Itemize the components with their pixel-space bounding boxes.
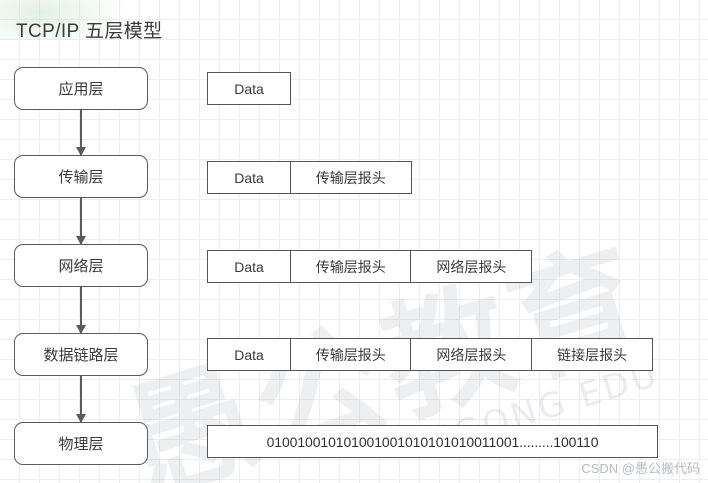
layer-box-3[interactable]: 网络层 bbox=[14, 244, 148, 287]
packet-cell-header: 链接层报头 bbox=[531, 338, 654, 371]
layer-box-1[interactable]: 应用层 bbox=[14, 67, 148, 110]
packet-cell-header: 网络层报头 bbox=[410, 250, 533, 283]
flow-arrow-3 bbox=[76, 287, 86, 334]
layer-box-4[interactable]: 数据链路层 bbox=[14, 333, 148, 376]
layer-box-2[interactable]: 传输层 bbox=[14, 155, 148, 198]
layer-box-label: 物理层 bbox=[58, 436, 104, 453]
layer-box-label: 网络层 bbox=[58, 258, 104, 275]
flow-arrow-4 bbox=[76, 376, 86, 423]
layer-box-5[interactable]: 物理层 bbox=[14, 422, 148, 465]
flow-arrow-1 bbox=[76, 110, 86, 156]
page-title: TCP/IP 五层模型 bbox=[16, 21, 163, 42]
credit-label: CSDN @愚公搬代码 bbox=[581, 461, 700, 476]
packet-cell-header: 传输层报头 bbox=[289, 161, 412, 194]
packet-cell-header: 网络层报头 bbox=[410, 338, 533, 371]
packet-cell-header: 传输层报头 bbox=[289, 250, 412, 283]
layer-box-label: 数据链路层 bbox=[43, 347, 119, 364]
packet-cell-data: Data bbox=[207, 338, 291, 371]
flow-arrow-2 bbox=[76, 198, 86, 245]
packet-cell-header: 传输层报头 bbox=[289, 338, 412, 371]
packet-row-1: Data bbox=[207, 72, 291, 105]
layer-box-label: 传输层 bbox=[58, 169, 104, 186]
bitstream-box: 010010010101001001010101010011001.......… bbox=[207, 425, 658, 458]
packet-cell-data: Data bbox=[207, 161, 291, 194]
packet-cell-data: Data bbox=[207, 72, 291, 105]
packet-cell-data: Data bbox=[207, 250, 291, 283]
layer-box-label: 应用层 bbox=[58, 81, 104, 98]
